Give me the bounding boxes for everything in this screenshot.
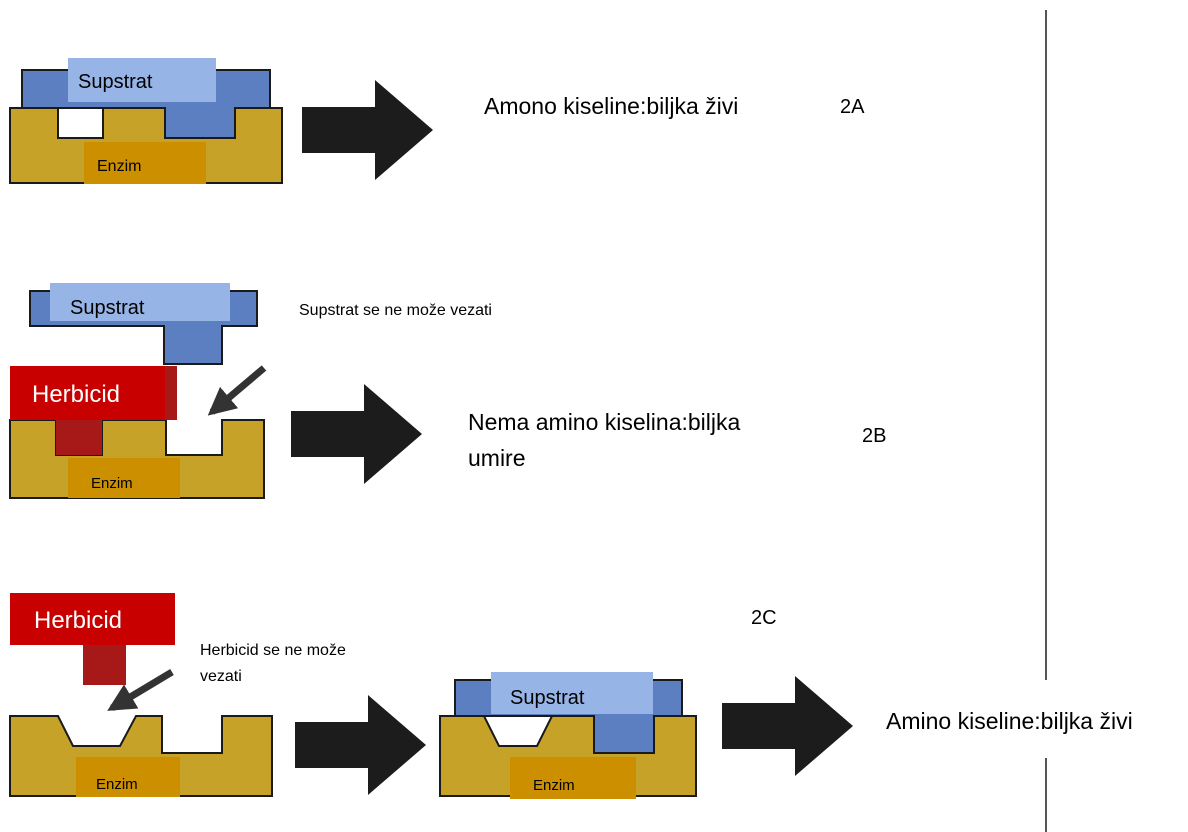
result-text-2a: Amono kiseline:biljka živi (484, 93, 739, 119)
substrate-label: Supstrat (510, 687, 585, 709)
panel-2a-diagram: Supstrat Enzim (9, 58, 433, 184)
result-text-2c: Amino kiseline:biljka živi (886, 708, 1133, 734)
enzyme-label: Enzim (91, 475, 133, 492)
substrate-inner (491, 672, 653, 714)
herbicide-label-box (10, 593, 175, 645)
panel-code-2b: 2B (862, 425, 887, 447)
panel-code-2a: 2A (840, 96, 865, 118)
herbicide-label: Herbicid (32, 381, 120, 408)
herbicide-label: Herbicid (34, 607, 122, 634)
result-arrow (291, 384, 422, 484)
enzyme-body (9, 715, 273, 797)
substrate-inner (68, 58, 216, 102)
enzyme-label: Enzim (96, 776, 138, 793)
result-arrow (302, 80, 433, 180)
transition-arrow (295, 695, 426, 795)
pointer-arrow (107, 668, 174, 712)
enzyme-core (68, 458, 180, 498)
panel-2b-diagram: Herbicid Supstrat Enzim (9, 283, 422, 499)
pointer-arrow (207, 365, 267, 416)
enzyme-core-2 (510, 757, 636, 799)
substrate-label: Supstrat (78, 71, 153, 93)
note-2b: Supstrat se ne može vezati (299, 302, 492, 319)
substrate-inner (50, 283, 230, 321)
substrate-label: Supstrat (70, 297, 145, 319)
enzyme-label-2: Enzim (533, 777, 575, 794)
panel-code-2c: 2C (751, 607, 777, 629)
enzyme-core (84, 142, 206, 184)
note-2c: Herbicid se ne može vezati (200, 642, 346, 685)
panel-2c-diagram: Herbicid Enzim Supstrat Enzim (9, 593, 853, 799)
result-text-2b: Nema amino kiselina:biljka umire (468, 409, 741, 471)
herbicide-label-box (10, 366, 165, 420)
enzyme-core (76, 757, 180, 797)
enzyme-label: Enzim (97, 158, 141, 175)
result-arrow (722, 676, 853, 776)
